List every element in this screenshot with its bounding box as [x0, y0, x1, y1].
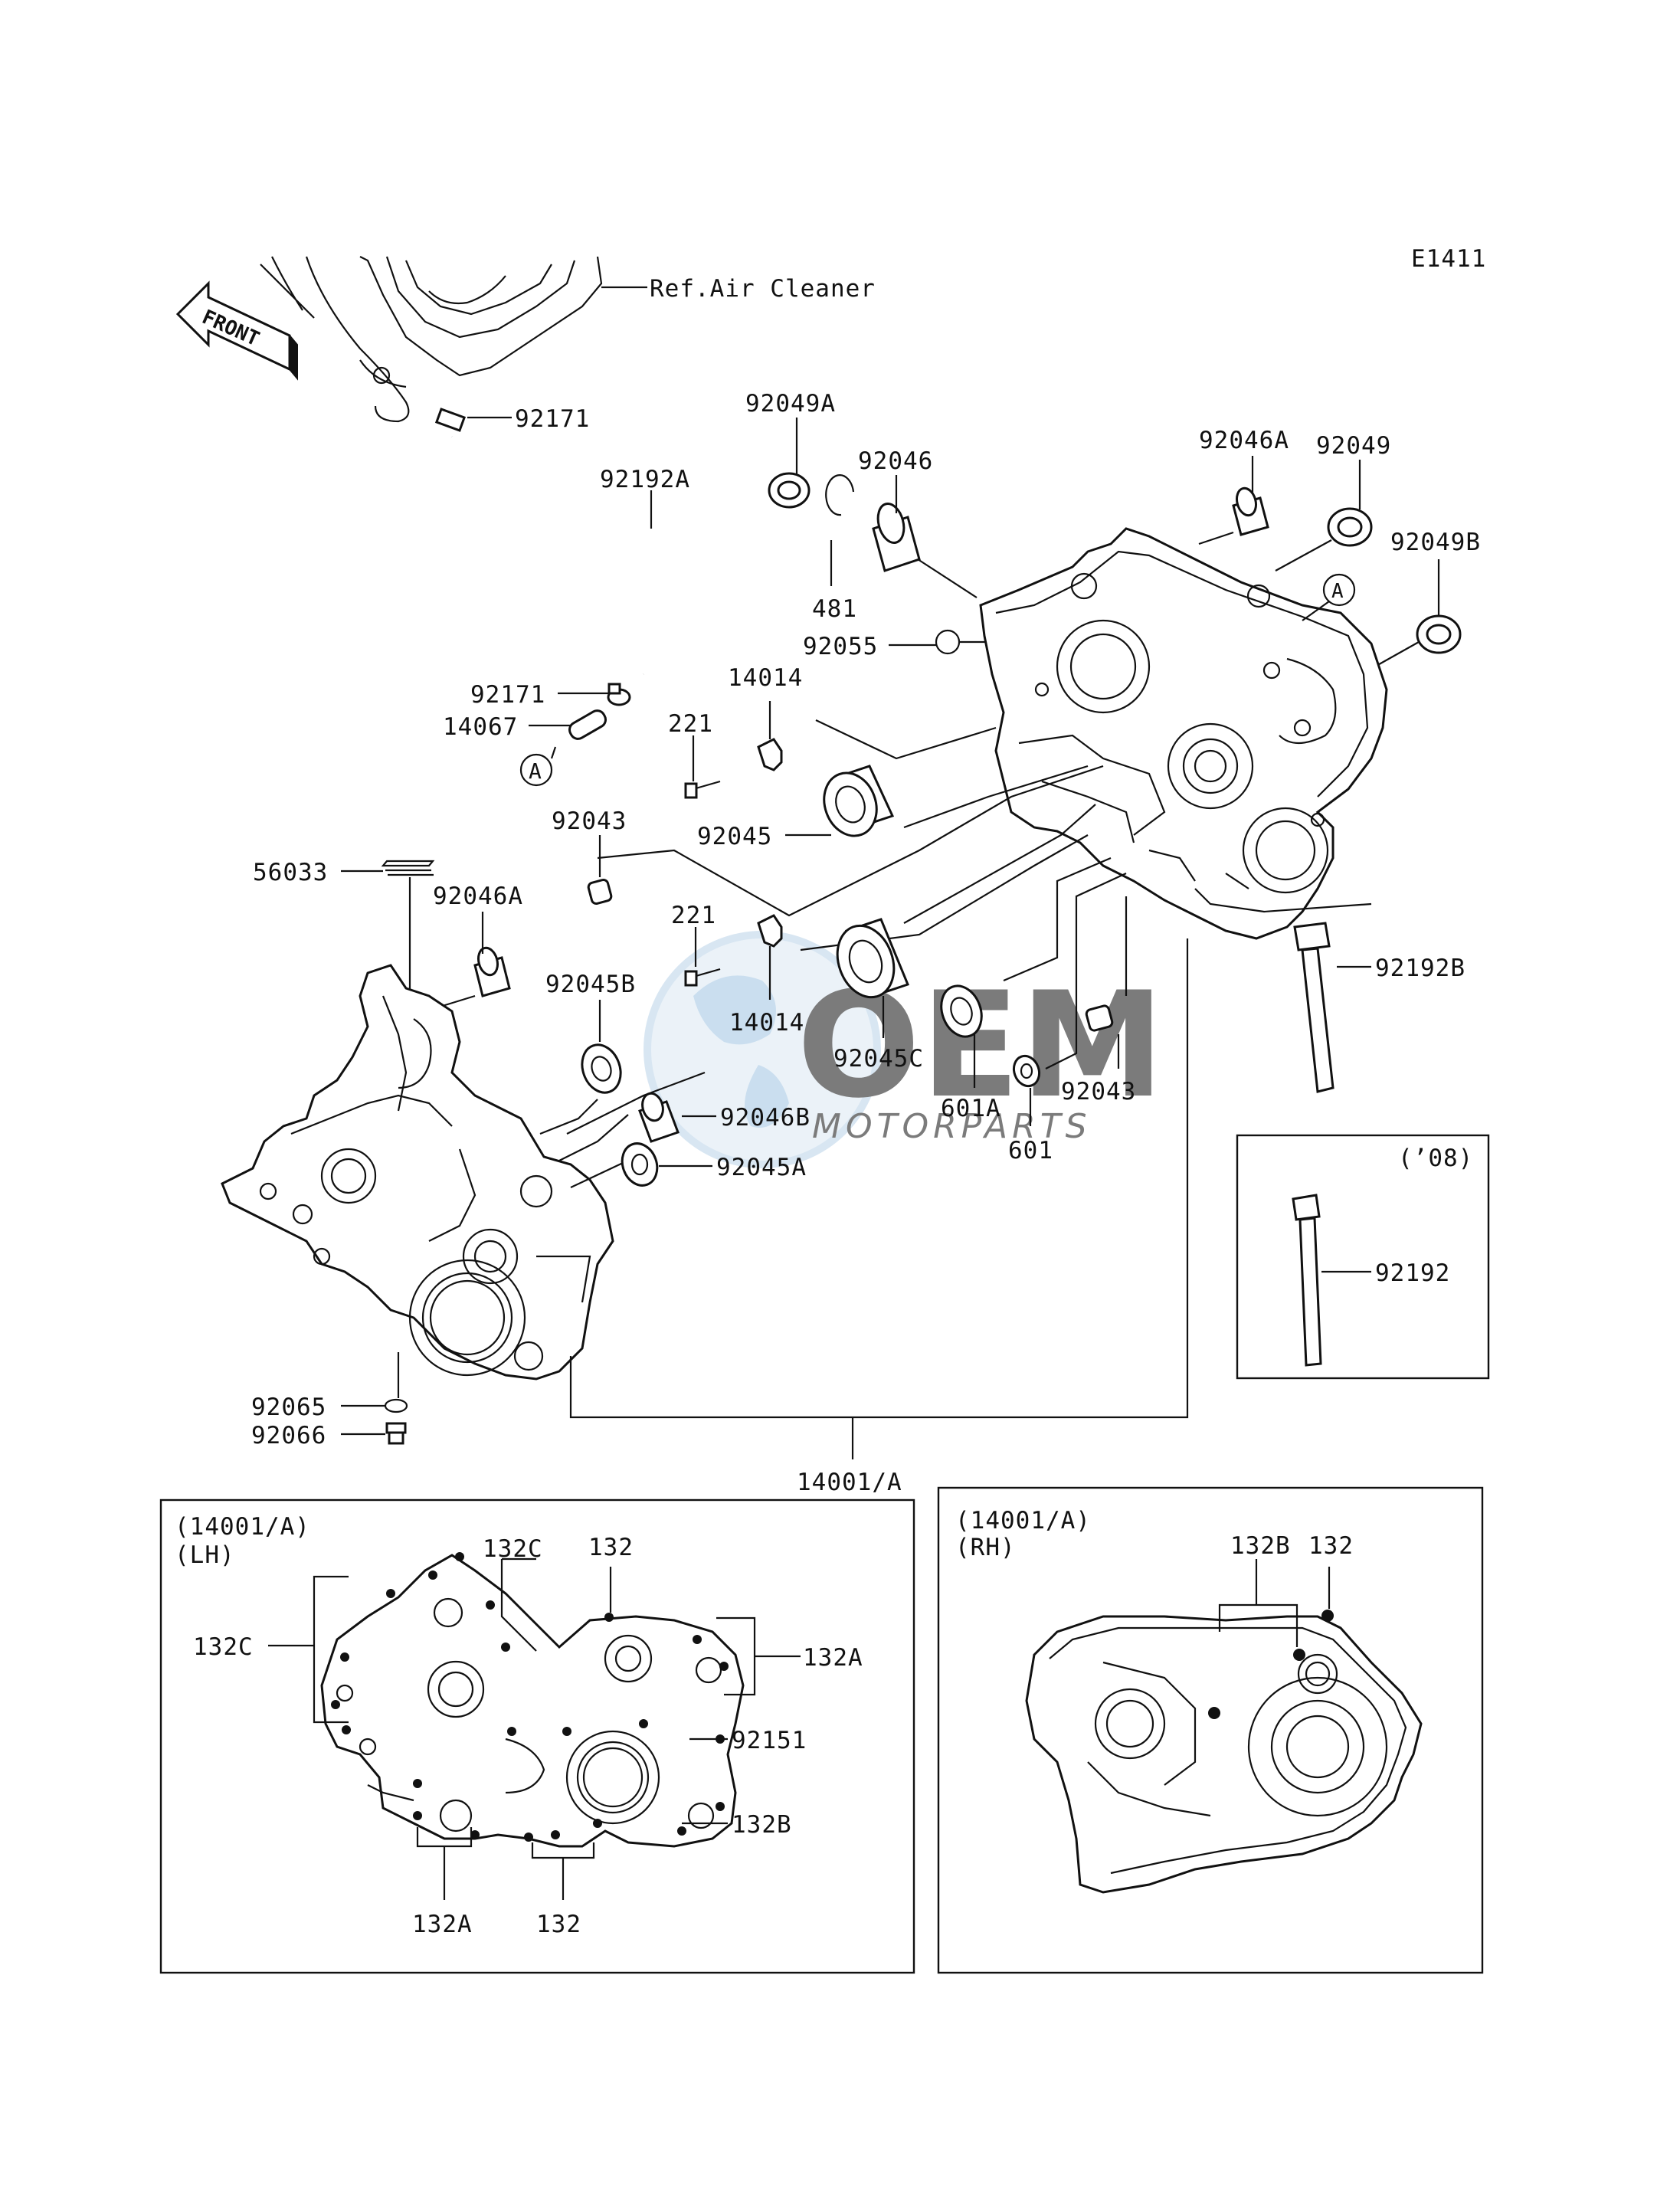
label-92171-mid: 92171 [470, 681, 545, 709]
label-lh-132C-left: 132C [193, 1633, 254, 1661]
label-601: 601 [1008, 1137, 1053, 1164]
part-14014-top: 14014 [728, 664, 803, 771]
label-92171-top: 92171 [515, 405, 590, 433]
part-601: 601 [1008, 1054, 1053, 1164]
label-14014-top: 14014 [728, 664, 803, 692]
front-arrow-icon: FRONT [175, 280, 298, 381]
label-92045C: 92045C [833, 1045, 924, 1073]
label-92045B: 92045B [545, 971, 636, 998]
label-92066: 92066 [251, 1422, 326, 1449]
label-92049: 92049 [1316, 432, 1391, 460]
label-92046B: 92046B [720, 1104, 811, 1132]
label-92049B: 92049B [1390, 529, 1481, 556]
part-221-mid: 221 [671, 902, 721, 987]
air-cleaner-ref: Ref.Air Cleaner [260, 256, 876, 423]
inset-year-label: (’08) [1398, 1145, 1473, 1172]
right-crankcase: A [979, 527, 1388, 940]
label-481: 481 [812, 595, 857, 623]
part-92043-right: 92043 [1061, 1004, 1136, 1105]
part-56033: 56033 [253, 859, 435, 1180]
bracket-14001A: 14001/A [569, 938, 1189, 1496]
label-lh-132C-top: 132C [483, 1535, 543, 1563]
label-14067: 14067 [443, 713, 518, 741]
inset-rh-title: (14001/A) [955, 1507, 1091, 1534]
ref-air-cleaner-label: Ref.Air Cleaner [650, 275, 876, 303]
part-92192B: 92192B [1293, 922, 1465, 1093]
part-92049: 92049 [1275, 432, 1391, 572]
label-92045A: 92045A [716, 1154, 807, 1181]
part-92192A-hose: 92192A [443, 434, 690, 681]
part-481-circlip: 481 [812, 474, 857, 623]
label-92046A-left: 92046A [433, 883, 523, 910]
callout-letter-right: A [1331, 580, 1344, 603]
part-14014-mid: 14014 [729, 914, 804, 1037]
label-lh-132-top: 132 [588, 1534, 634, 1561]
label-92065: 92065 [251, 1394, 326, 1421]
part-221-top: 221 [668, 710, 721, 799]
part-92049A: 92049A [745, 390, 836, 509]
inset-lh-box: (14001/A) (LH) 132C [159, 1498, 915, 1974]
part-92045: 92045 [697, 765, 895, 850]
inset-rh-side: (RH) [955, 1534, 1016, 1561]
part-92066: 92066 [251, 1422, 407, 1449]
label-14001A: 14001/A [797, 1469, 902, 1496]
label-92049A: 92049A [745, 390, 836, 418]
label-92046A-top: 92046A [1199, 427, 1289, 454]
label-92046: 92046 [858, 447, 933, 475]
watermark-sub: MOTORPARTS [812, 1107, 1092, 1146]
inset-lh-title: (14001/A) [175, 1513, 310, 1541]
label-92043-left: 92043 [552, 807, 627, 835]
label-56033: 56033 [253, 859, 328, 886]
assembly-leaders [535, 719, 1372, 1173]
label-92045: 92045 [697, 823, 772, 850]
label-221-top: 221 [668, 710, 713, 738]
label-92192B: 92192B [1375, 955, 1465, 982]
inset-lh-side: (LH) [175, 1541, 235, 1569]
inset-rh-box: (14001/A) (RH) 132B 132 [937, 1486, 1484, 1974]
diagram-code: E1411 [1411, 245, 1486, 273]
label-lh-132A-bottom: 132A [412, 1911, 473, 1938]
callout-A-left: A [519, 746, 557, 787]
part-601A: 601A [940, 984, 1001, 1122]
label-lh-92151: 92151 [732, 1727, 807, 1754]
label-92192A: 92192A [600, 466, 690, 493]
label-92055: 92055 [803, 633, 878, 660]
label-92043-right: 92043 [1061, 1078, 1136, 1105]
left-crankcase [221, 964, 637, 1398]
label-lh-132A-right: 132A [803, 1644, 863, 1672]
callout-letter: A [529, 758, 542, 784]
part-92043-left: 92043 [552, 807, 627, 906]
part-92049B: 92049B [1374, 529, 1481, 667]
label-lh-132B: 132B [732, 1811, 792, 1839]
label-601A: 601A [941, 1095, 1001, 1122]
label-221-mid: 221 [671, 902, 716, 929]
part-92045A: 92045A [621, 1142, 807, 1187]
part-92045B: 92045B [539, 971, 636, 1135]
label-rh-132: 132 [1308, 1532, 1354, 1560]
part-92171-mid: 92171 [470, 681, 631, 709]
part-92046A-top: 92046A [1198, 427, 1289, 545]
part-92171-top: 92171 [434, 405, 590, 433]
part-92065: 92065 [251, 1394, 408, 1421]
inset-year-part: 92192 [1375, 1259, 1450, 1287]
label-14014-mid: 14014 [729, 1009, 804, 1037]
inset-year-box: (’08) 92192 [1236, 1134, 1490, 1380]
part-92046: 92046 [858, 447, 978, 598]
part-92046A-left: 92046A [424, 883, 523, 1013]
part-92045C: 92045C [833, 918, 924, 1073]
part-14067: 14067 [443, 709, 607, 741]
label-rh-132B: 132B [1230, 1532, 1291, 1560]
part-92055-oring: 92055 [803, 629, 988, 660]
part-92046B: 92046B [638, 1092, 811, 1143]
label-lh-132-bottom: 132 [536, 1911, 581, 1938]
